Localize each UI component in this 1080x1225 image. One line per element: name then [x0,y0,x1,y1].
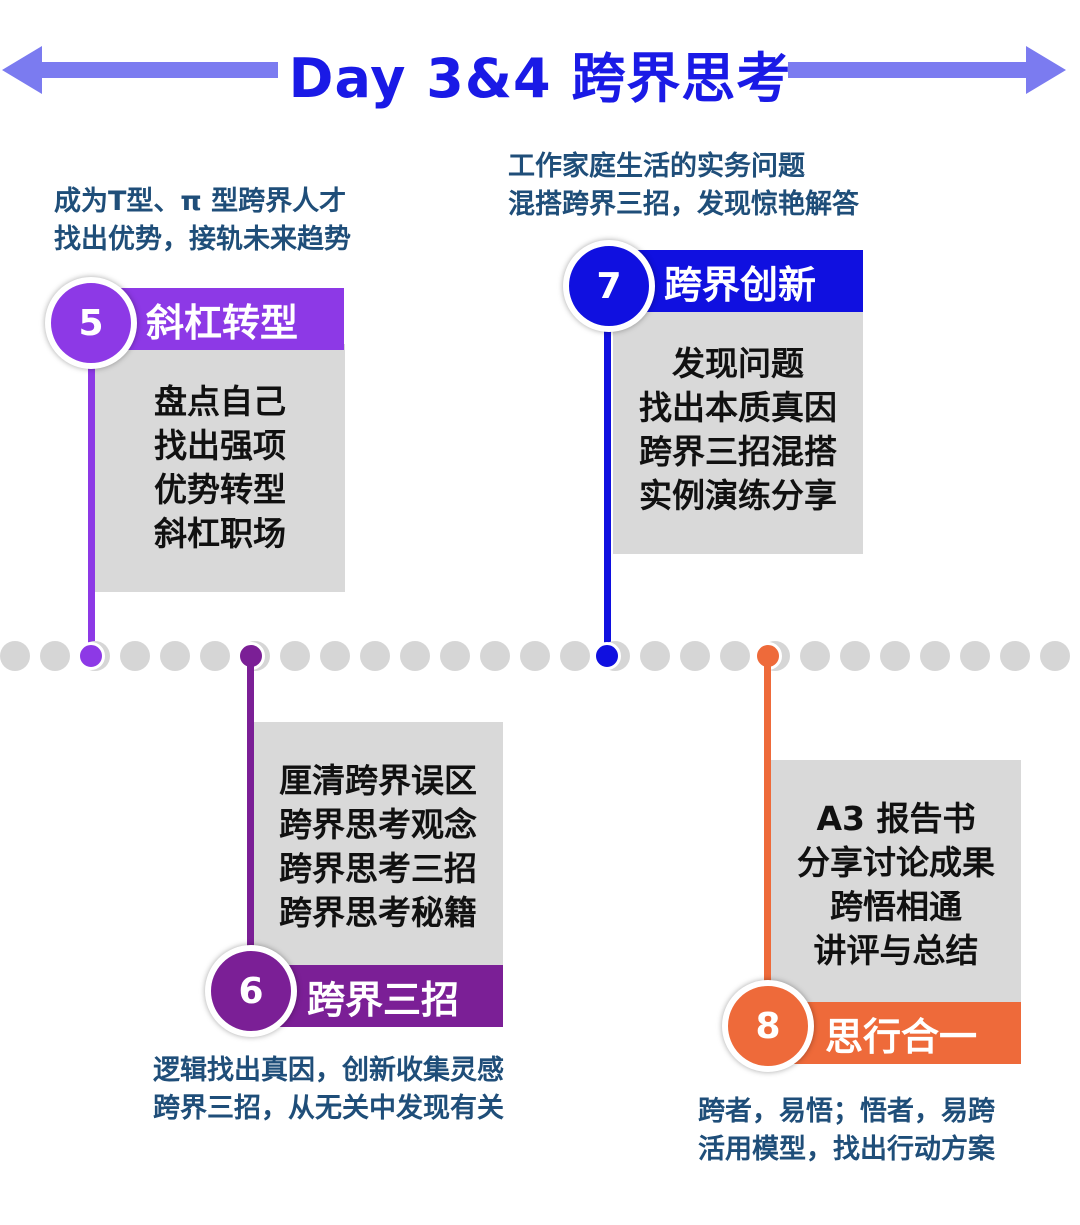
stage-6-number: 6 [205,945,297,1037]
timeline-dot [480,641,510,671]
stage-5-item: 斜杠职场 [154,514,286,553]
timeline-dot [560,641,590,671]
stage-6-item: 跨界思考秘籍 [279,893,477,932]
timeline-dot [840,641,870,671]
timeline-dot [120,641,150,671]
timeline-dots [0,641,1080,671]
timeline-dot [440,641,470,671]
stage-5-label: 斜杠转型 [146,300,299,345]
stage-8-item: 讲评与总结 [813,931,979,970]
stage-7-connector [604,320,611,655]
stage-8-label: 思行合一 [825,1014,978,1059]
stage-7-timeline-dot [593,642,621,670]
stage-5-description-line: 找出优势，接轨未来趋势 [54,224,351,255]
stage-8-item: 分享讨论成果 [797,843,995,882]
stage-6-item: 跨界思考观念 [279,805,477,844]
left-arrow-icon [2,46,278,94]
timeline-dot [1040,641,1070,671]
stage-5-card: 盘点自己 找出强项 优势转型 斜杠职场 [95,344,345,592]
stage-5-item: 优势转型 [154,470,286,509]
stage-7-card: 发现问题 找出本质真因 跨界三招混搭 实例演练分享 [613,306,863,554]
stage-8-description-line: 活用模型，找出行动方案 [698,1134,995,1165]
stage-6-description: 逻辑找出真因，创新收集灵感 跨界三招，从无关中发现有关 [153,1052,504,1128]
timeline-dot [400,641,430,671]
stage-6-label: 跨界三招 [307,977,460,1022]
timeline-dot [920,641,950,671]
stage-6-timeline-dot [237,642,265,670]
stage-5-number: 5 [45,277,137,369]
stage-5-timeline-dot [77,642,105,670]
timeline-dot [200,641,230,671]
stage-5-description-line: 成为T型、π 型跨界人才 [54,186,347,217]
timeline-dot [40,641,70,671]
right-arrow-icon [788,46,1066,94]
stage-7-description: 工作家庭生活的实务问题 混搭跨界三招，发现惊艳解答 [508,148,859,224]
stage-7-number: 7 [563,240,655,332]
timeline-dot [960,641,990,671]
stage-5-description: 成为T型、π 型跨界人才 找出优势，接轨未来趋势 [54,183,351,259]
stage-8-card: A3 报告书 分享讨论成果 跨悟相通 讲评与总结 [771,760,1021,1010]
timeline-dot [880,641,910,671]
stage-6-item: 跨界思考三招 [279,849,477,888]
stage-8-item: 跨悟相通 [830,887,962,926]
stage-5-item: 找出强项 [154,426,286,465]
stage-8-description-line: 跨者，易悟；悟者，易跨 [698,1096,995,1127]
stage-7-item: 跨界三招混搭 [639,432,837,471]
timeline-dot [640,641,670,671]
stage-5-connector [88,355,95,655]
stage-7-item: 发现问题 [672,344,804,383]
timeline-dot [720,641,750,671]
page-title: Day 3&4 跨界思考 [288,47,792,110]
timeline-dot [1000,641,1030,671]
stage-7-label: 跨界创新 [664,262,817,307]
timeline-dot [280,641,310,671]
stage-6-card: 厘清跨界误区 跨界思考观念 跨界思考三招 跨界思考秘籍 [253,722,503,972]
timeline-dot [680,641,710,671]
timeline-dot [520,641,550,671]
timeline-dot [320,641,350,671]
stage-8-number: 8 [722,980,814,1072]
stage-7-item: 实例演练分享 [639,476,837,515]
stage-6-description-line: 跨界三招，从无关中发现有关 [153,1093,504,1124]
stage-8-description: 跨者，易悟；悟者，易跨 活用模型，找出行动方案 [698,1093,995,1169]
stage-7-description-line: 混搭跨界三招，发现惊艳解答 [508,189,859,220]
stage-8-item: A3 报告书 [816,799,976,838]
timeline-dot [160,641,190,671]
timeline-dot [360,641,390,671]
timeline-dot [0,641,30,671]
stage-5-item: 盘点自己 [154,382,286,421]
timeline-dot [800,641,830,671]
stage-6-connector [247,656,254,976]
stage-6-item: 厘清跨界误区 [279,761,477,800]
stage-7-description-line: 工作家庭生活的实务问题 [508,151,805,182]
stage-8-connector [764,656,771,1006]
stage-7-item: 找出本质真因 [639,388,837,427]
stage-6-description-line: 逻辑找出真因，创新收集灵感 [153,1055,504,1086]
